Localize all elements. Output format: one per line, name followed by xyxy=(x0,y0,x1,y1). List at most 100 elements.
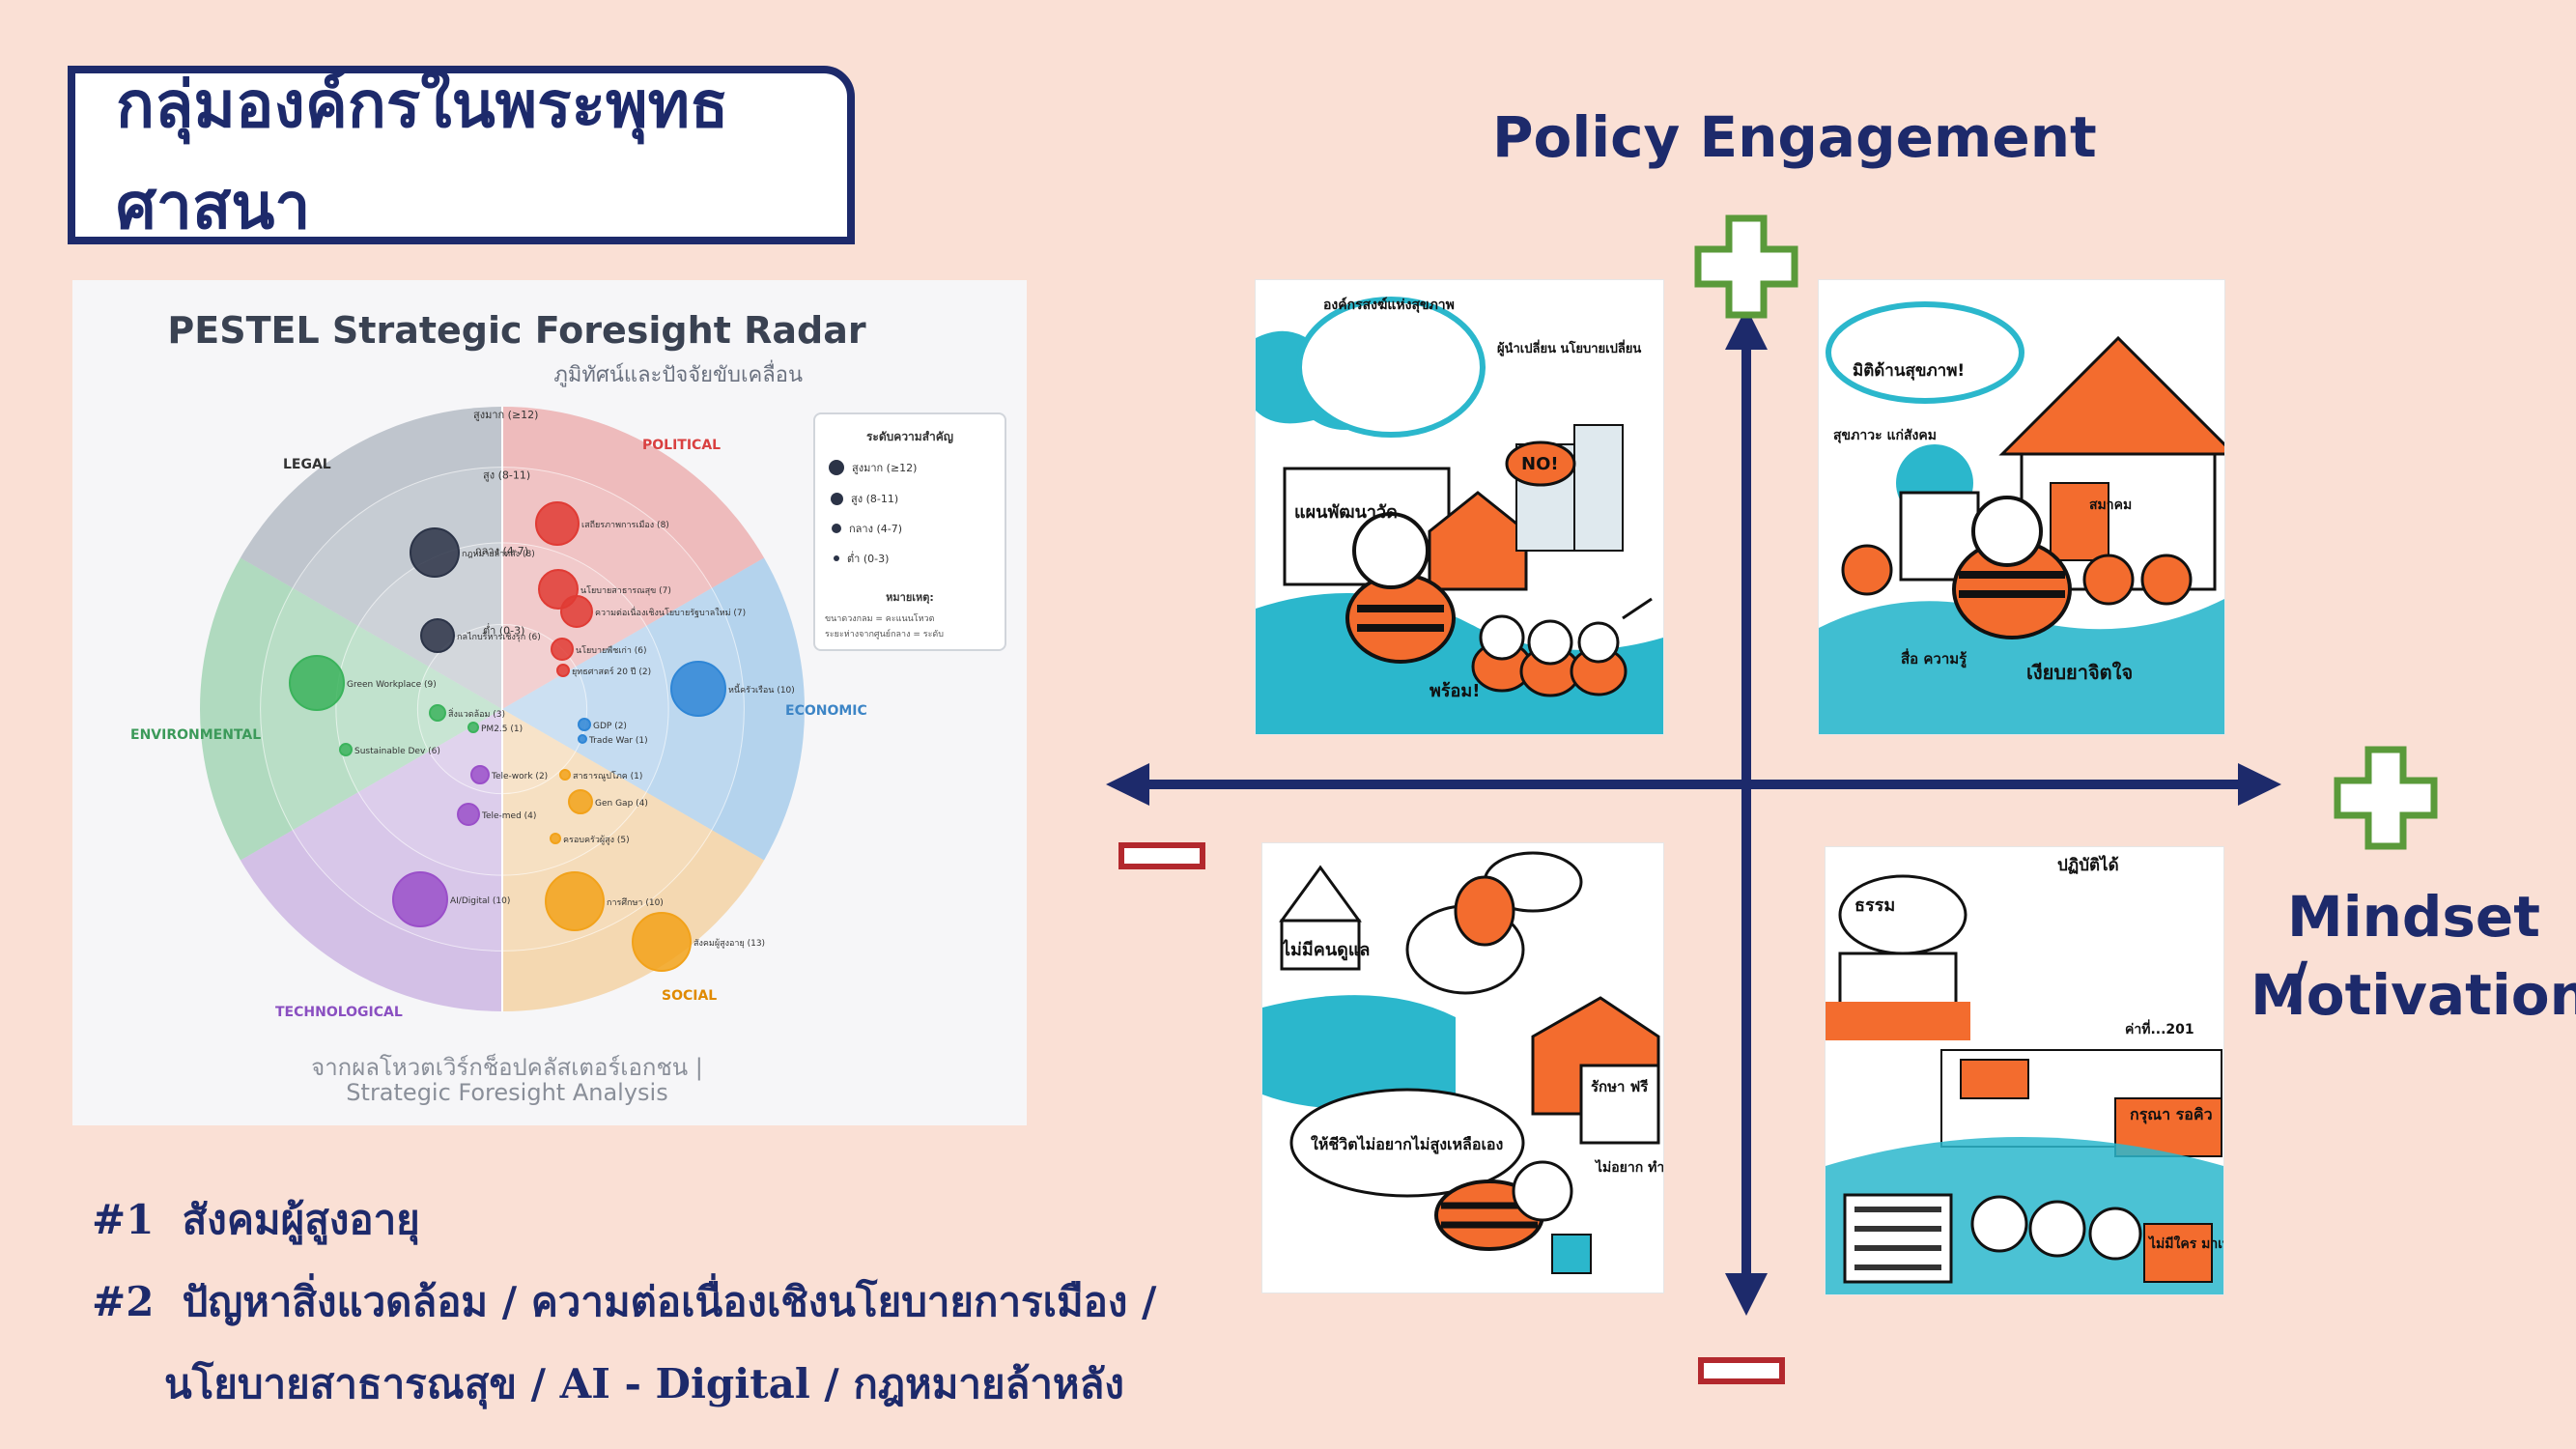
minus-icon-bottom xyxy=(1698,1357,1785,1384)
radar-sector-label: POLITICAL xyxy=(642,438,721,453)
radar-sector-label: TECHNOLOGICAL xyxy=(275,1005,403,1020)
radar-sector-label: ENVIRONMENTAL xyxy=(130,727,261,743)
sketch-text: NO! xyxy=(1521,454,1559,474)
sketch-text: ให้ชีวิตไม่อยากไม่สูงเหลือเอง xyxy=(1311,1135,1504,1153)
radar-item-label: นโยบายพืชเก่า (6) xyxy=(576,645,647,656)
radar-item-label: AI/Digital (10) xyxy=(450,896,510,906)
radar-item-label: Trade War (1) xyxy=(588,736,648,746)
radar-item-bubble xyxy=(467,722,479,733)
radar-ring-label: ต่ำ (0-3) xyxy=(483,622,524,637)
radar-item-bubble xyxy=(578,718,591,731)
radar-item-label: เสถียรภาพการเมือง (8) xyxy=(581,520,669,530)
sketch-text: ปฏิบัติได้ xyxy=(2057,856,2119,875)
radar-item-bubble xyxy=(392,871,448,927)
radar-item-bubble xyxy=(560,595,593,628)
radar-footer-analysis: Strategic Foresight Analysis xyxy=(346,1079,668,1106)
horizontal-axis-arrow-right xyxy=(2238,763,2281,806)
radar-item-bubble xyxy=(670,661,726,717)
radar-sector-political xyxy=(502,407,765,709)
sketch-text: เงียบยาจิตใจ xyxy=(2026,661,2134,684)
legend-item: ต่ำ (0-3) xyxy=(829,550,889,567)
radar-item-label: การศึกษา (10) xyxy=(607,897,664,908)
sketch-text: ธรรม xyxy=(1854,895,1896,916)
y-axis-label: Policy Engagement xyxy=(1492,104,2097,170)
radar-item-label: หนี้ครัวเรือน (10) xyxy=(728,683,795,696)
pestel-radar-chart: สูงมาก (≥12) สูง (8-11) กลาง (4-7) ต่ำ (0-3… xyxy=(130,407,867,1020)
radar-item-label: นโยบายสาธารณสุข (7) xyxy=(580,585,671,596)
radar-ring-label: กลาง (4-7) xyxy=(475,545,528,557)
legend-item: กลาง (4-7) xyxy=(829,520,902,537)
radar-item-bubble xyxy=(289,655,345,711)
radar-item-label: สิ่งแวดล้อม (3) xyxy=(448,707,505,720)
radar-subtitle: ภูมิทัศน์และปัจจัยขับเคลื่อน xyxy=(553,363,803,387)
sketch-text: ไม่มีใคร มาเทศน์ xyxy=(2149,1236,2223,1252)
x-axis-label-line-1: Mindset / xyxy=(2287,884,2540,1015)
note-2: #2 ปัญหาสิ่งแวดล้อม / ความต่อเนื่องเชิงน… xyxy=(92,1278,1157,1325)
radar-item-bubble xyxy=(550,833,561,844)
radar-sector-label: ECONOMIC xyxy=(785,703,867,719)
legend-item: สูงมาก (≥12) xyxy=(829,459,917,476)
radar-item-bubble xyxy=(545,871,605,931)
minus-icon-left xyxy=(1118,842,1205,869)
horizontal-axis-arrow-left xyxy=(1106,763,1149,806)
radar-item-bubble xyxy=(410,527,460,578)
sketch-top-left: องค์กรสงฆ์แห่งสุขภาพ แผนพัฒนาวัด NO! ผู้… xyxy=(1256,280,1663,734)
sketch-text: สมาคม xyxy=(2089,497,2133,513)
radar-item-label: GDP (2) xyxy=(593,722,627,731)
radar-item-label: สาธารณูปโภค (1) xyxy=(573,771,642,781)
sketch-top-right: มิติด้านสุขภาพ! สมาคม สุขภาวะ แก่สังคม เ… xyxy=(1819,280,2224,734)
radar-title: PESTEL Strategic Foresight Radar xyxy=(167,309,866,352)
sketch-text: กรุณา รอคิว xyxy=(2130,1105,2213,1123)
radar-item-label: Tele-med (4) xyxy=(481,811,536,821)
sketch-text: สุขภาวะ แก่สังคม xyxy=(1833,428,1937,443)
sketch-bottom-left: ไม่มีคนดูแล ให้ชีวิตไม่อยากไม่สูงเหลือเอ… xyxy=(1262,843,1663,1293)
plus-icon-top xyxy=(1694,214,1798,319)
sketch-text: รักษา ฟรี xyxy=(1591,1078,1649,1095)
radar-sector-label: LEGAL xyxy=(283,457,331,472)
radar-item-bubble xyxy=(559,769,571,781)
radar-item-bubble xyxy=(551,638,574,661)
radar-ring-label: สูงมาก (≥12) xyxy=(473,409,538,421)
radar-item-bubble xyxy=(470,765,490,784)
note-3: นโยบายสาธารณสุข / AI - Digital / กฎหมายล… xyxy=(164,1360,1124,1407)
legend-note: ขนาดวงกลม = คะแนนโหวต xyxy=(825,614,935,624)
legend-note: ระยะห่างจากศูนย์กลาง = ระดับ xyxy=(825,630,944,639)
radar-item-label: กฎหมายล้าหลัง (8) xyxy=(462,549,535,559)
pestel-radar-card: สูงมาก (≥12) สูง (8-11) กลาง (4-7) ต่ำ (0-3… xyxy=(72,280,1027,1125)
vertical-axis-arrow-down xyxy=(1725,1273,1768,1316)
vertical-axis-arrow-up xyxy=(1725,307,1768,350)
radar-item-bubble xyxy=(632,912,692,972)
x-axis-label-line-2: Motivation xyxy=(2250,962,2576,1028)
sketch-text: ไม่มีคนดูแล xyxy=(1282,940,1371,960)
radar-sector-environmental xyxy=(200,557,502,861)
radar-item-label: ครอบครัวผู้สูง (5) xyxy=(563,835,630,845)
legend-item: สูง (8-11) xyxy=(829,490,898,507)
radar-sector-label: SOCIAL xyxy=(662,988,717,1004)
radar-item-label: Green Workplace (9) xyxy=(347,680,437,690)
radar-item-bubble xyxy=(535,501,580,546)
radar-footer-source: จากผลโหวตเวิร์กช็อปคลัสเตอร์เอกชน | xyxy=(311,1054,703,1081)
radar-sector-technological xyxy=(240,709,502,1011)
legend-note-title: หมายเหตุ: xyxy=(886,591,934,604)
sketch-text: พร้อม! xyxy=(1430,681,1481,701)
sketch-text: ค่าที่...201 xyxy=(2125,1022,2194,1037)
sketch-text: สื่อ ความรู้ xyxy=(1901,650,1967,668)
sketch-bottom-right: ปฏิบัติได้ ธรรม ค่าที่...201 กรุณา รอคิว… xyxy=(1826,847,2223,1294)
radar-sector-social xyxy=(502,709,765,1011)
radar-item-bubble xyxy=(578,734,587,744)
radar-legend: ระดับความสำคัญ สูงมาก (≥12) สูง (8-11) ก… xyxy=(813,412,1006,651)
note-1: #1 สังคมผู้สูงอายุ xyxy=(92,1196,420,1243)
sketch-text: ผู้นำเปลี่ยน นโยบายเปลี่ยน xyxy=(1497,342,1642,356)
sketch-text: ไม่อยาก ทำอะไร xyxy=(1596,1160,1663,1176)
radar-item-label: PM2.5 (1) xyxy=(481,724,523,734)
radar-item-bubble xyxy=(339,743,353,756)
radar-item-bubble xyxy=(568,789,593,814)
slide-title-box: กลุ่มองค์กรในพระพุทธศาสนา xyxy=(68,66,855,244)
sketch-text: มิติด้านสุขภาพ! xyxy=(1853,361,1966,381)
radar-item-bubble xyxy=(420,618,455,653)
radar-sector-economic xyxy=(502,557,805,861)
legend-title: ระดับความสำคัญ xyxy=(865,430,954,443)
radar-ring-label: สูง (8-11) xyxy=(483,469,530,482)
radar-item-label: Tele-work (2) xyxy=(491,772,548,781)
